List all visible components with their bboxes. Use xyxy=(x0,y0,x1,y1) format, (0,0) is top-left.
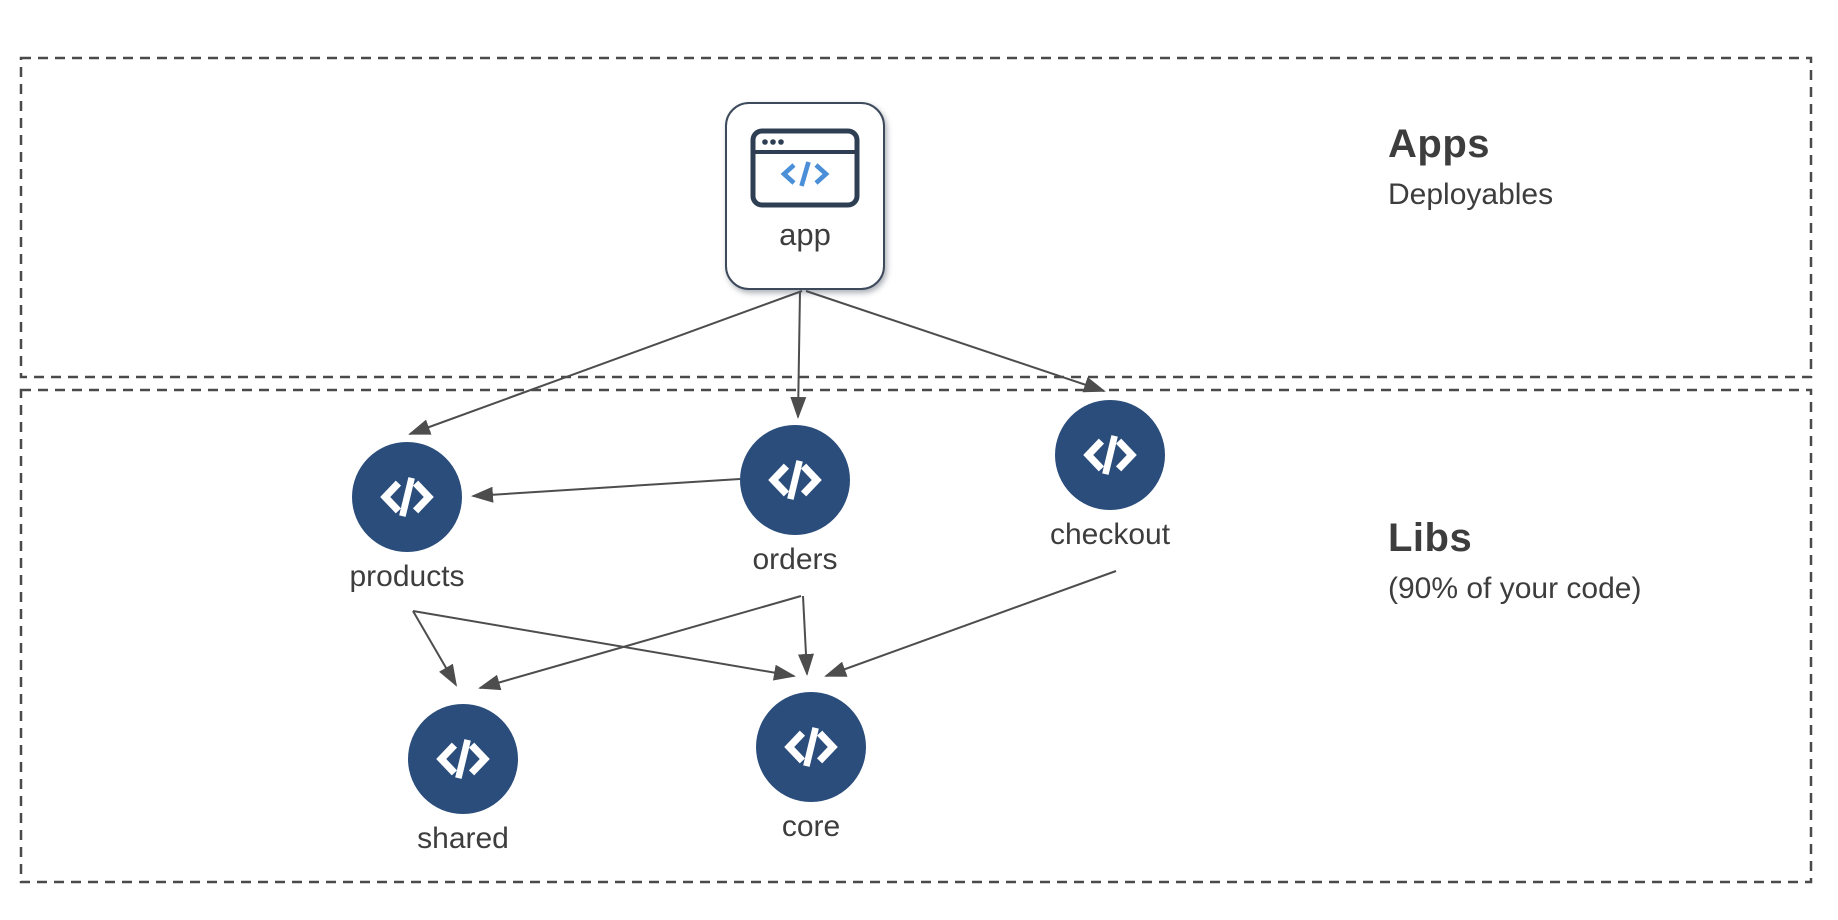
edge-app-products xyxy=(408,290,803,435)
node-orders-label: orders xyxy=(752,543,838,576)
node-shared: shared xyxy=(408,704,518,855)
edge-orders-products xyxy=(471,478,741,503)
edge-app-checkout xyxy=(805,290,1106,393)
code-icon xyxy=(784,727,838,767)
node-core-label: core xyxy=(781,810,841,843)
apps-section-label: Apps Deployables xyxy=(1388,122,1553,211)
node-products-label: products xyxy=(349,560,465,593)
node-app-label: app xyxy=(779,217,831,252)
edge-products-shared xyxy=(412,610,458,687)
libs-title: Libs xyxy=(1388,516,1473,560)
code-icon xyxy=(768,460,822,500)
libs-section-label: Libs (90% of your code) xyxy=(1388,516,1641,605)
apps-title: Apps xyxy=(1388,122,1490,166)
node-app: app xyxy=(725,102,885,290)
edge-checkout-core xyxy=(824,570,1117,677)
edge-orders-shared xyxy=(478,595,802,691)
edge-orders-core xyxy=(797,595,814,676)
code-icon xyxy=(436,739,490,779)
section-box-apps xyxy=(19,56,1813,379)
node-checkout: checkout xyxy=(1050,400,1170,551)
libs-subtitle: (90% of your code) xyxy=(1388,572,1642,605)
node-products: products xyxy=(349,442,465,593)
code-icon xyxy=(380,477,434,517)
code-icon xyxy=(1083,435,1137,475)
node-orders: orders xyxy=(740,425,850,576)
node-shared-label: shared xyxy=(417,822,509,855)
node-checkout-label: checkout xyxy=(1049,518,1171,551)
browser-window-icon xyxy=(750,128,860,208)
edge-products-core xyxy=(412,610,796,681)
node-core: core xyxy=(756,692,866,843)
edge-app-orders xyxy=(790,290,807,419)
section-box-libs xyxy=(19,388,1813,884)
apps-subtitle: Deployables xyxy=(1388,178,1554,211)
